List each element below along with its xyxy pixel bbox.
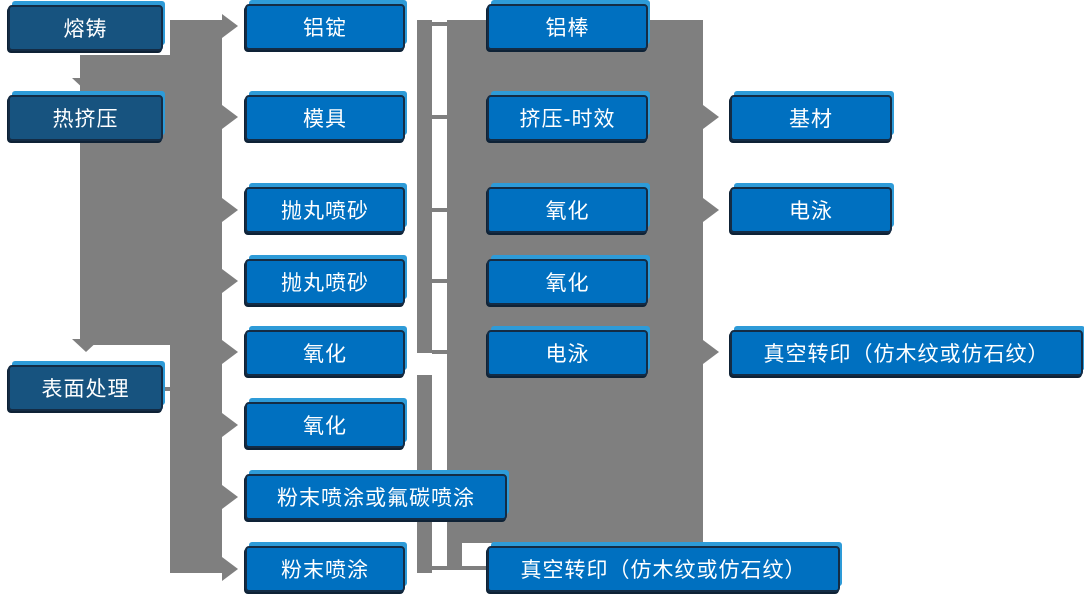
stage-surface-treatment: 表面处理 <box>8 365 163 411</box>
node-shot-blasting-2: 抛丸喷砂 <box>245 259 405 305</box>
node-oxidation-2: 氧化 <box>245 402 405 448</box>
node-aluminum-rod: 铝棒 <box>487 4 648 50</box>
arrowhead-down-to-hot-extrusion <box>72 78 100 91</box>
node-oxidation-1: 氧化 <box>245 330 405 376</box>
arrowhead-right-to-shot-blasting-1 <box>222 198 238 222</box>
node-powder-coating: 粉末喷涂 <box>245 546 405 592</box>
arrowhead-right-to-electrophoresis-col4 <box>703 198 719 222</box>
link-oxidation-to-electrophoresis <box>432 350 447 354</box>
connector-band-stage-to-col2 <box>170 20 222 573</box>
node-powder-or-fluorocarbon-coating: 粉末喷涂或氟碳喷涂 <box>245 474 507 520</box>
arrowhead-right-to-powder-coating <box>222 557 238 581</box>
node-base-material: 基材 <box>730 95 892 141</box>
node-electrophoresis-1: 电泳 <box>487 330 648 376</box>
link-blasting1-to-oxidation <box>432 208 447 212</box>
node-extrusion-aging: 挤压-时效 <box>487 95 648 141</box>
node-shot-blasting-1: 抛丸喷砂 <box>245 187 405 233</box>
link-powder-to-vacuum-transfer <box>432 566 487 570</box>
link-ingot-to-rod <box>432 22 447 26</box>
arrowhead-right-to-oxidation-1 <box>222 340 238 364</box>
link-blasting2-to-oxidation <box>432 279 447 283</box>
node-oxidation-3: 氧化 <box>487 187 648 233</box>
stage-hot-extrusion: 热挤压 <box>8 95 163 141</box>
arrowhead-right-to-oxidation-2 <box>222 413 238 437</box>
node-aluminum-ingot: 铝锭 <box>245 4 405 50</box>
arrowhead-down-to-surface-treatment <box>72 339 100 352</box>
link-mold-to-extrusion <box>432 115 447 119</box>
node-mold: 模具 <box>245 95 405 141</box>
arrowhead-right-to-vacuum-transfer-col4 <box>703 340 719 364</box>
node-oxidation-4: 氧化 <box>487 259 648 305</box>
node-electrophoresis-2: 电泳 <box>730 187 892 233</box>
connector-band-col2-upper <box>417 20 432 353</box>
arrowhead-right-to-aluminum-ingot <box>222 14 238 38</box>
stage-melting-casting: 熔铸 <box>8 5 163 51</box>
arrowhead-right-to-mold <box>222 105 238 129</box>
arrowhead-right-to-base-material <box>703 105 719 129</box>
link-surface-treatment-to-band <box>161 387 175 391</box>
node-vacuum-transfer-printing-2: 真空转印（仿木纹或仿石纹） <box>730 330 1083 376</box>
arrowhead-right-to-shot-blasting-2 <box>222 269 238 293</box>
arrowhead-right-to-powder-or-fluorocarbon <box>222 485 238 509</box>
node-vacuum-transfer-printing-1: 真空转印（仿木纹或仿石纹） <box>487 546 840 592</box>
connector-drop-to-bottom-row <box>447 543 462 570</box>
